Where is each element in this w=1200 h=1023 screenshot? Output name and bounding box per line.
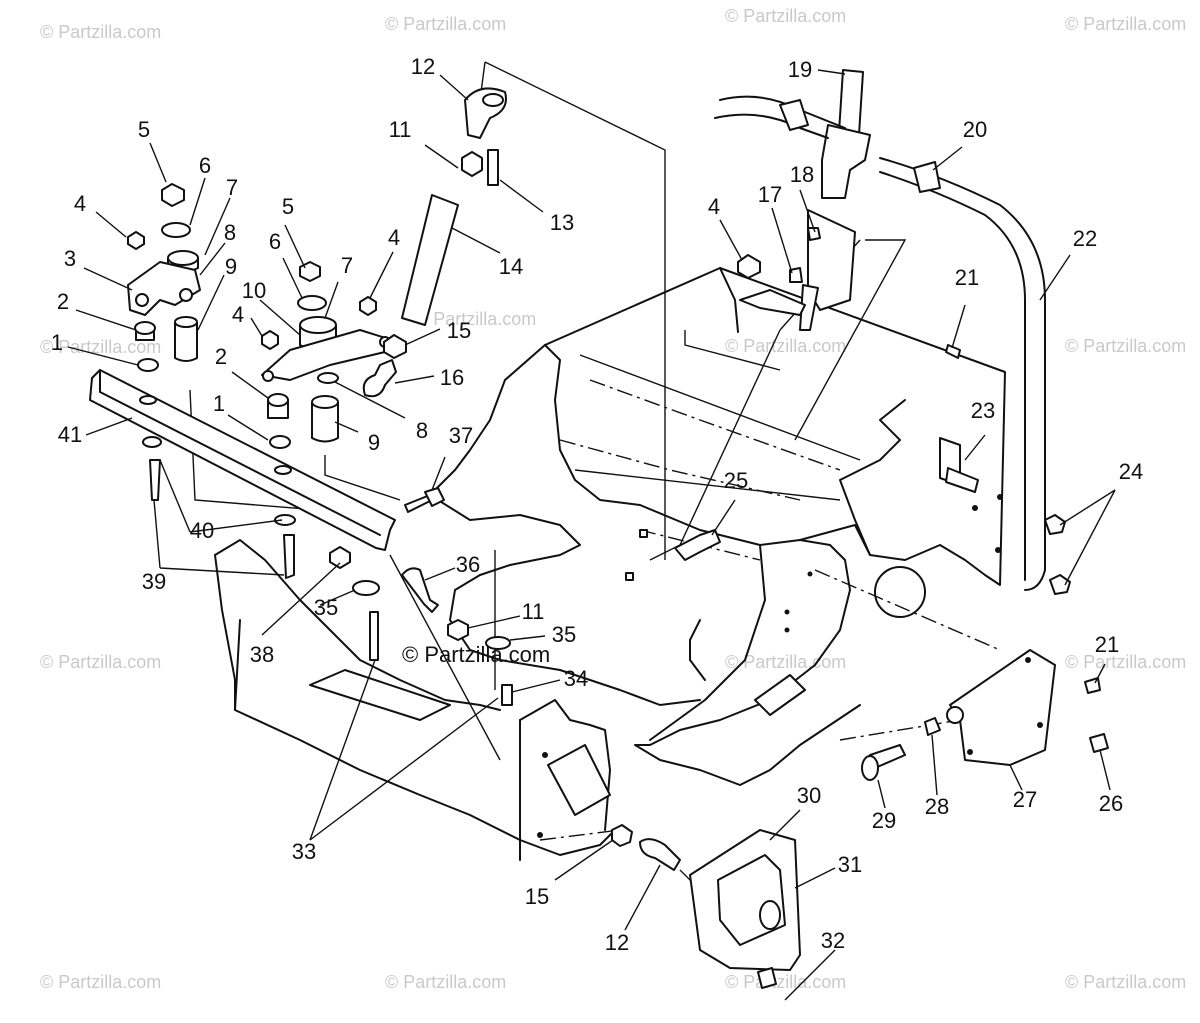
watermark: © Partzilla.com [415,309,536,329]
callout-label: 3 [64,246,76,271]
callout-label: 40 [190,518,214,543]
watermark: © Partzilla.com [1065,336,1186,356]
callout-label: 35 [314,595,338,620]
callout-label: 7 [341,253,353,278]
watermark: © Partzilla.com [40,337,161,357]
callout-label: 32 [821,928,845,953]
watermark-layer: © Partzilla.com © Partzilla.com © Partzi… [40,6,1186,992]
callout-label: 21 [955,265,979,290]
callout-label: 28 [925,794,949,819]
watermark: © Partzilla.com [725,336,846,356]
chassis-frame [214,267,1006,861]
callout-label: 29 [872,808,896,833]
callout-label: 8 [224,220,236,245]
callout-label: 27 [1013,787,1037,812]
steering-arm-left [89,183,396,579]
callout-label: 34 [564,666,588,691]
callout-label: 1 [51,330,63,355]
callout-label: 4 [388,225,400,250]
watermark: © Partzilla.com [725,652,846,672]
callout-label: 12 [605,930,629,955]
right-hardware [674,344,1071,595]
callout-label: 8 [416,418,428,443]
brake-line [714,95,1046,591]
callout-label: 4 [708,194,720,219]
callout-label: 6 [199,153,211,178]
callout-label: 9 [368,430,380,455]
callout-label: 22 [1073,226,1097,251]
steering-column [737,69,871,331]
callout-label: 15 [525,884,549,909]
callout-label: 7 [226,175,238,200]
watermark: © Partzilla.com [40,972,161,992]
callout-label: 25 [724,468,748,493]
callout-label: 11 [522,599,545,624]
watermark: © Partzilla.com [1065,652,1186,672]
watermark: © Partzilla.com [1065,14,1186,34]
callout-label: 41 [58,422,82,447]
callout-label: 15 [447,318,471,343]
callout-label: 4 [74,191,86,216]
watermark: © Partzilla.com [725,972,846,992]
tie-rod-assembly [362,87,507,398]
callout-label: 23 [971,398,995,423]
steering-arm-center [261,261,393,449]
callout-label: 35 [552,622,576,647]
callout-leaders [67,69,1116,1001]
rubber-mount [611,824,801,989]
callout-label: 2 [215,344,227,369]
callout-label: 13 [550,210,574,235]
callout-label: 11 [389,117,412,142]
callout-label: 10 [242,278,266,303]
callouts: 5 6 7 8 4 3 9 2 1 41 10 5 6 7 4 4 2 1 8 … [51,54,1143,955]
callout-label: 1 [213,391,225,416]
callout-label: 9 [225,254,237,279]
callout-label: 20 [963,117,987,142]
callout-label: 19 [788,57,812,82]
callout-label: 5 [138,117,150,142]
callout-label: 18 [790,162,814,187]
watermark: © Partzilla.com [40,652,161,672]
watermark: © Partzilla.com [402,642,550,667]
callout-label: 14 [499,254,523,279]
callout-label: 12 [411,54,435,79]
nut-icon [161,183,185,207]
callout-label: 16 [440,365,464,390]
callout-label: 30 [797,783,821,808]
watermark: © Partzilla.com [725,6,846,26]
callout-label: 6 [269,229,281,254]
callout-label: 33 [292,839,316,864]
callout-label: 26 [1099,791,1123,816]
callout-label: 5 [282,194,294,219]
callout-label: 17 [758,182,782,207]
watermark: © Partzilla.com [385,972,506,992]
watermark: © Partzilla.com [1065,972,1186,992]
callout-label: 24 [1119,459,1143,484]
callout-label: 2 [57,289,69,314]
callout-label: 21 [1095,632,1119,657]
callout-label: 4 [232,302,244,327]
callout-label: 36 [456,552,480,577]
callout-label: 39 [142,569,166,594]
callout-label: 31 [838,852,862,877]
watermark: © Partzilla.com [385,14,506,34]
watermark: © Partzilla.com [40,22,161,42]
callout-label: 37 [449,423,473,448]
tie-rod-end-parts [329,487,513,706]
callout-label: 38 [250,642,274,667]
